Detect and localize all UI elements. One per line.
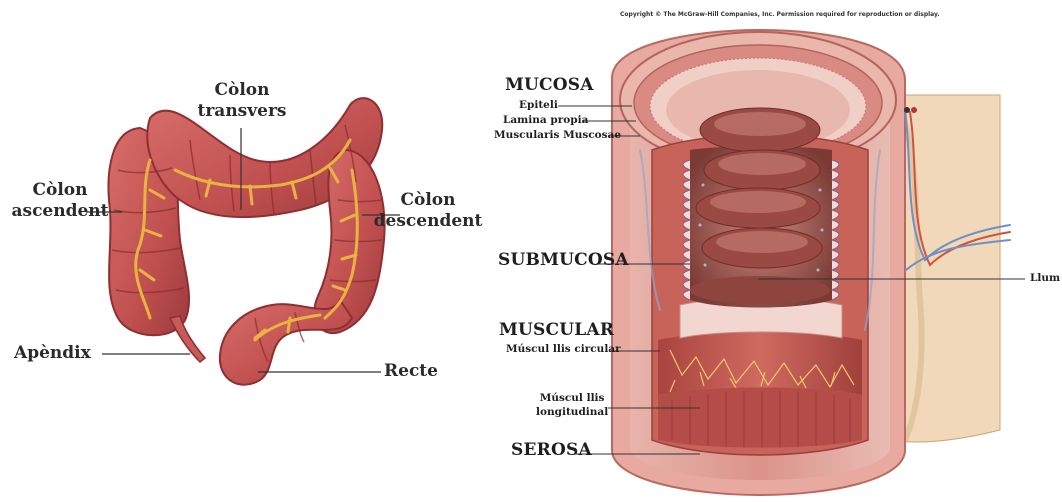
intestinal-wall-illustration	[612, 30, 1010, 495]
label-muscular: MUSCULAR	[499, 320, 614, 340]
label-mucosa: MUCOSA	[505, 75, 594, 95]
label-epiteli: Epiteli	[519, 99, 558, 111]
label-colon-descendent-line2: descendent	[366, 211, 490, 232]
label-lamina-propia: Lamina propia	[503, 114, 588, 126]
label-muscularis-mucosae: Muscularis Muscosae	[494, 129, 621, 141]
label-colon-transvers: Còlon transvers	[190, 80, 294, 122]
label-recte: Recte	[384, 361, 438, 382]
label-colon-descendent: Còlon descendent	[366, 190, 490, 232]
label-colon-descendent-line1: Còlon	[366, 190, 490, 211]
label-colon-transvers-line2: transvers	[190, 101, 294, 122]
large-intestine-illustration	[109, 98, 385, 385]
label-colon-ascendent-line1: Còlon	[8, 180, 112, 201]
label-colon-ascendent-line2: ascendent	[8, 201, 112, 222]
label-serosa: SEROSA	[511, 440, 592, 460]
label-colon-transvers-line1: Còlon	[190, 80, 294, 101]
copyright-caption: Copyright © The McGraw-Hill Companies, I…	[620, 11, 940, 18]
label-colon-ascendent: Còlon ascendent	[8, 180, 112, 222]
label-muscul-longitudinal: Múscul llis longitudinal	[536, 391, 608, 419]
label-muscul-longitudinal-line2: longitudinal	[536, 405, 608, 419]
label-submucosa: SUBMUCOSA	[498, 250, 629, 270]
label-llum: Llum	[1030, 272, 1060, 284]
label-muscul-circular: Múscul llis circular	[506, 343, 621, 355]
label-apendix: Apèndix	[14, 343, 91, 364]
label-muscul-longitudinal-line1: Múscul llis	[536, 391, 608, 405]
